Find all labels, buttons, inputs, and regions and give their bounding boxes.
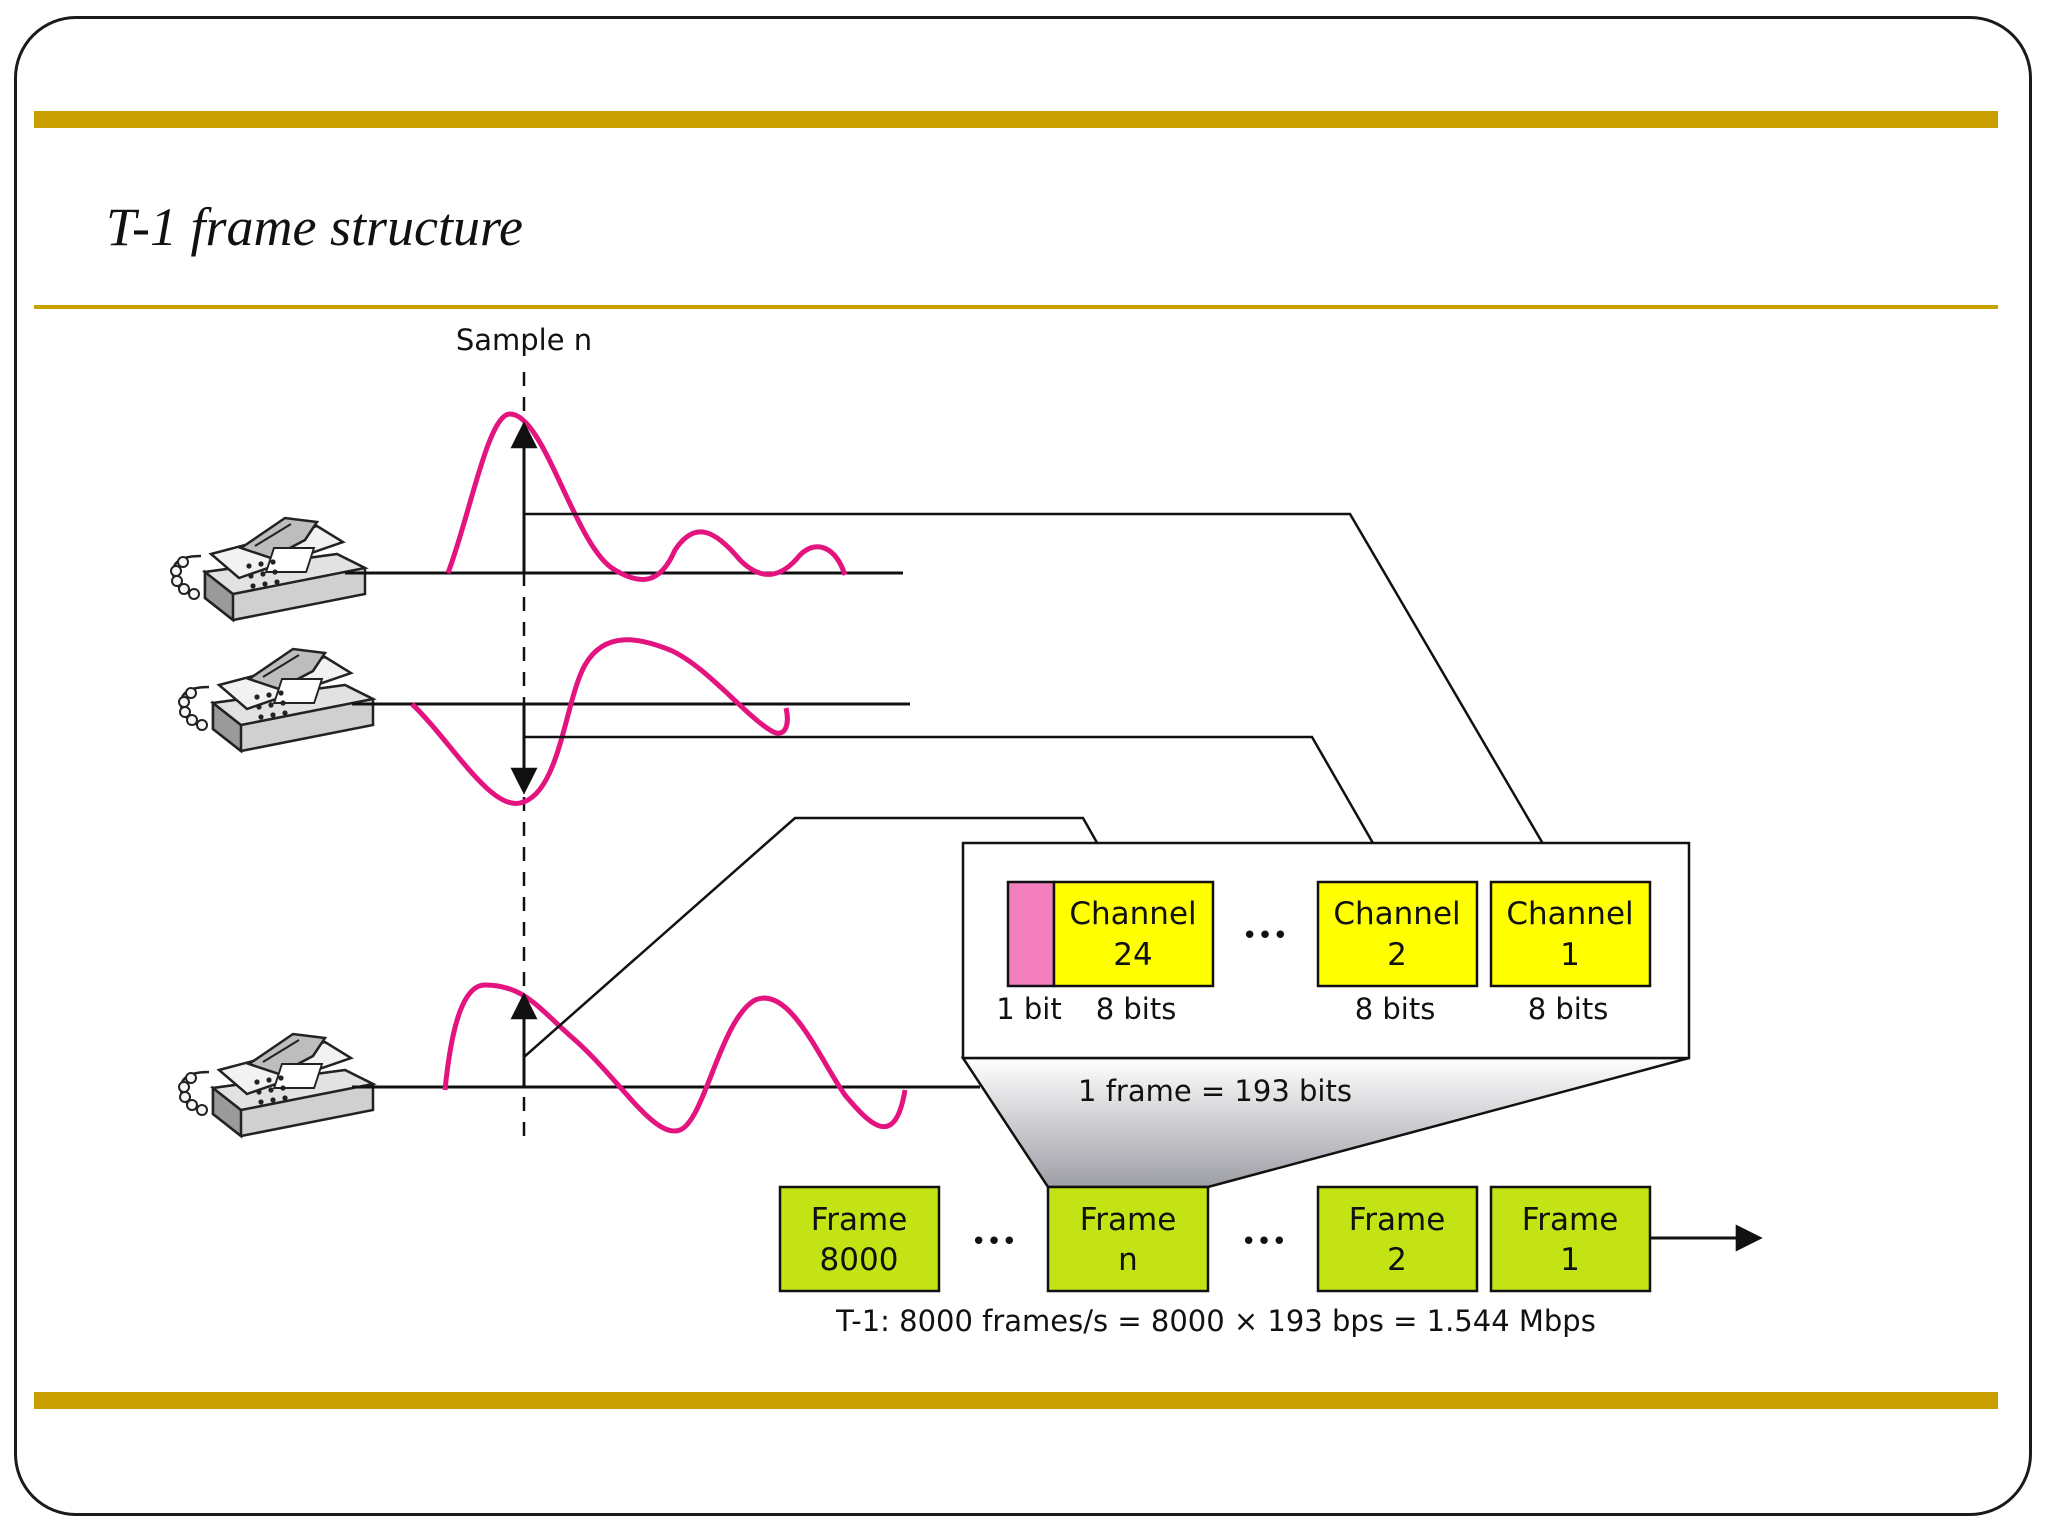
telephone-icon-3 [177,1032,375,1138]
route-to-channel-1 [524,512,1565,880]
frame-size-caption: 1 frame = 193 bits [1078,1074,1352,1108]
frame-ellipsis-right: ••• [1241,1227,1287,1257]
frame-8000-label: Frame [811,1202,908,1238]
slide-border [14,16,2032,1516]
frame-1-box [1489,1185,1652,1293]
framing-bit [1006,880,1056,988]
channel-2-number: 2 [1387,937,1407,973]
analog-waveform-3 [442,982,908,1134]
channel-ellipsis: ••• [1242,921,1288,951]
top-accent-bar [34,111,1998,128]
channel-1-number: 1 [1560,937,1580,973]
channel-1-slot [1489,880,1652,988]
analog-waveform-1 [445,411,848,583]
channel-2-slot [1316,880,1479,988]
frame-8000-box [778,1185,941,1293]
telephone-icon-1 [169,516,367,622]
slide-title: T-1 frame structure [106,197,523,257]
channel-2-label: Channel [1333,896,1460,932]
frame-n-number: n [1118,1242,1138,1278]
frame-1-label: Frame [1522,1202,1619,1238]
frame-2-box [1316,1185,1479,1293]
frame-ellipsis-left: ••• [971,1227,1017,1257]
frame-8000-number: 8000 [820,1242,899,1278]
analog-waveform-2 [410,637,790,806]
route-to-channel-2 [524,735,1395,880]
frame-n-label: Frame [1080,1202,1177,1238]
bottom-accent-bar [34,1392,1998,1409]
channel-1-label: Channel [1506,896,1633,932]
channel-2-size: 8 bits [1355,992,1436,1026]
frame-n-box [1046,1185,1210,1293]
title-underline [34,305,1998,309]
channel-24-size: 8 bits [1096,992,1177,1026]
frame-1-number: 1 [1560,1242,1580,1278]
data-rate-caption: T-1: 8000 frames/s = 8000 × 193 bps = 1.… [835,1304,1596,1338]
frame-2-label: Frame [1349,1202,1446,1238]
channel-1-size: 8 bits [1528,992,1609,1026]
sample-label: Sample n [456,323,592,357]
framing-bit-size: 1 bit [996,992,1062,1026]
channel-24-number: 24 [1113,937,1152,973]
channel-24-label: Channel [1069,896,1196,932]
channel-24-slot [1052,880,1215,988]
telephone-icon-2 [177,647,375,753]
frame-2-number: 2 [1387,1242,1407,1278]
